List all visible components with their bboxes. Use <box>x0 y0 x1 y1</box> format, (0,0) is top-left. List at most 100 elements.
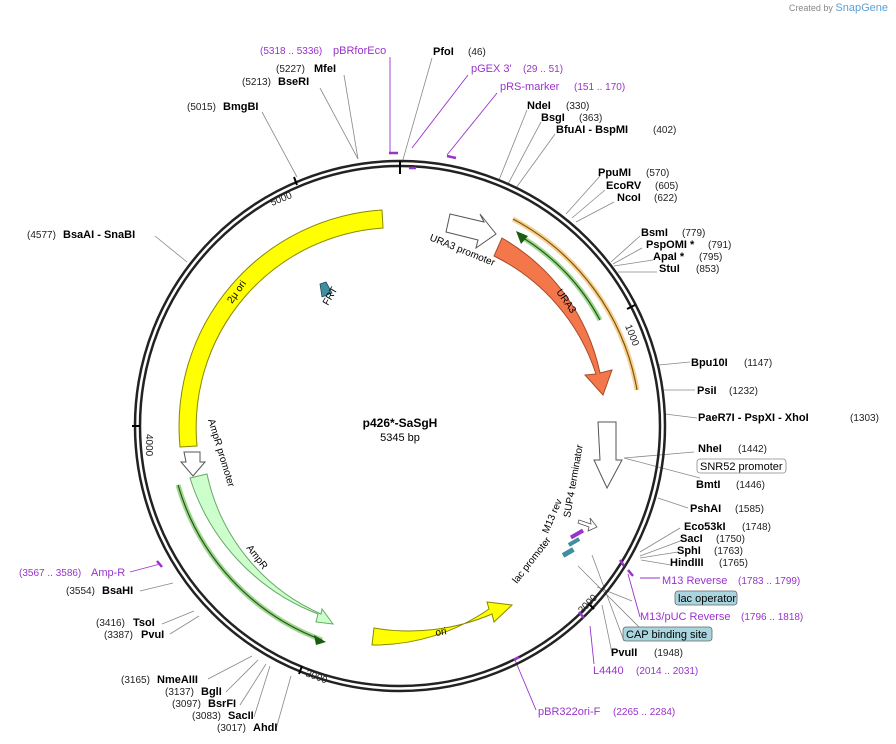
box-snr52 <box>696 458 787 474</box>
enzyme-name[interactable]: NcoI <box>617 192 641 204</box>
primer-name[interactable]: pBRforEco <box>333 45 386 57</box>
boxed-labels: SNR52 promoter lac operator CAP binding … <box>622 458 787 642</box>
label-cap-binding-site[interactable]: CAP binding site <box>626 629 707 641</box>
tick-marks <box>132 176 636 675</box>
primer-range: (5318 .. 5336) <box>260 46 322 57</box>
enzyme-name[interactable]: PsiI <box>697 385 717 397</box>
enzyme-pos: (4577) <box>27 230 56 241</box>
enzyme-name[interactable]: PpuMI <box>598 167 631 179</box>
box-cap-binding-site <box>622 626 713 642</box>
primer-name[interactable]: M13/pUC Reverse <box>640 611 730 623</box>
primer-arrowhead-green <box>516 231 528 244</box>
enzyme-name[interactable]: TsoI <box>133 617 155 629</box>
primer-name[interactable]: L4440 <box>593 665 624 677</box>
enzyme-pos: (795) <box>699 252 722 263</box>
feature-ura3 <box>493 237 613 396</box>
enzyme-name[interactable]: BsaAI - SnaBI <box>63 229 135 241</box>
enzyme-name[interactable]: BsmI <box>641 227 668 239</box>
box-lac-operator <box>674 590 738 606</box>
enzyme-name[interactable]: StuI <box>659 263 680 275</box>
feature-frt <box>319 281 333 298</box>
primer-name[interactable]: pGEX 3' <box>471 63 512 75</box>
enzyme-name[interactable]: NmeAIII <box>157 674 198 686</box>
enzyme-pos: (330) <box>566 101 589 112</box>
enzyme-name[interactable]: BglI <box>201 686 222 698</box>
enzyme-pos: (1948) <box>654 648 683 659</box>
enzyme-name[interactable]: EcoRV <box>606 180 642 192</box>
enzyme-pos: (3017) <box>217 723 246 734</box>
enzyme-pos: (791) <box>708 240 731 251</box>
enzyme-name[interactable]: PspOMI * <box>646 239 695 251</box>
primer-labels: (5318 .. 5336) pBRforEco pGEX 3' (29 .. … <box>19 45 803 718</box>
enzyme-pos: (3416) <box>96 618 125 629</box>
label-snr52-promoter[interactable]: SNR52 promoter <box>700 461 783 473</box>
leader-lines <box>139 57 701 730</box>
primer-range: (29 .. 51) <box>523 64 563 75</box>
enzyme-name[interactable]: PfoI <box>433 46 454 58</box>
enzyme-pos: (1748) <box>742 522 771 533</box>
label-ori: ori <box>435 626 448 639</box>
enzyme-name[interactable]: MfeI <box>314 63 336 75</box>
snapgene-credit: Created by SnapGene <box>789 2 888 14</box>
enzyme-pos: (3097) <box>172 699 201 710</box>
enzyme-pos: (1765) <box>719 558 748 569</box>
enzyme-name[interactable]: PshAI <box>690 503 721 515</box>
primer-range: (1783 .. 1799) <box>738 576 800 587</box>
enzyme-name[interactable]: NdeI <box>527 100 551 112</box>
enzyme-name[interactable]: BseRI <box>278 76 309 88</box>
feature-lac-operator-mark <box>567 537 581 547</box>
enzyme-name[interactable]: AhdI <box>253 722 277 734</box>
enzyme-pos: (1442) <box>738 444 767 455</box>
primer-range: (2014 .. 2031) <box>636 666 698 677</box>
enzyme-name[interactable]: PvuI <box>141 629 164 641</box>
primer-arrowhead-ampr <box>314 635 326 645</box>
enzyme-pos: (570) <box>646 168 669 179</box>
enzyme-pos: (622) <box>654 193 677 204</box>
label-lac-operator[interactable]: lac operator <box>678 593 736 605</box>
enzyme-name[interactable]: BsgI <box>541 112 565 124</box>
primer-name[interactable]: pRS-marker <box>500 81 560 93</box>
primer-range: (151 .. 170) <box>574 82 625 93</box>
enzyme-name[interactable]: BfuAI - BspMI <box>556 124 628 136</box>
enzyme-pos: (605) <box>655 181 678 192</box>
label-lac-promoter: lac promoter <box>511 535 554 586</box>
primer-name[interactable]: pBR322ori-F <box>538 706 601 718</box>
enzyme-name[interactable]: Eco53kI <box>684 521 726 533</box>
credit-prefix: Created by <box>788 3 833 13</box>
enzyme-pos: (779) <box>682 228 705 239</box>
enzyme-name[interactable]: PvuII <box>611 647 637 659</box>
primer-range: (1796 .. 1818) <box>741 612 803 623</box>
enzyme-pos: (1303) <box>850 413 879 424</box>
enzyme-pos: (46) <box>468 47 486 58</box>
enzyme-name[interactable]: BsrFI <box>208 698 236 710</box>
enzyme-pos: (3165) <box>121 675 150 686</box>
primer-name[interactable]: Amp-R <box>91 567 125 579</box>
enzyme-name[interactable]: ApaI * <box>653 251 685 263</box>
primer-arc-green-core <box>519 235 601 321</box>
plasmid-name: p426*-SaSgH <box>363 416 438 430</box>
primer-arc-orange-core <box>512 218 638 391</box>
enzyme-name[interactable]: SacII <box>228 710 254 722</box>
enzyme-name[interactable]: PaeR7I - PspXI - XhoI <box>698 412 809 424</box>
tick-label-3000: 3000 <box>304 668 329 686</box>
feature-ampr-promoter <box>179 451 207 477</box>
enzyme-name[interactable]: SphI <box>677 545 701 557</box>
enzyme-labels: PfoI (46) (5227) MfeI (5213) BseRI (5015… <box>27 46 879 734</box>
label-sup4-terminator: SUP4 terminator <box>562 443 586 518</box>
enzyme-name[interactable]: BsaHI <box>102 585 133 597</box>
primer-name[interactable]: M13 Reverse <box>662 575 727 587</box>
enzyme-name[interactable]: BmtI <box>696 479 720 491</box>
feature-m13-rev <box>577 517 598 532</box>
enzyme-name[interactable]: SacI <box>680 533 703 545</box>
enzyme-name[interactable]: BmgBI <box>223 101 258 113</box>
plasmid-size: 5345 bp <box>380 432 420 444</box>
enzyme-name[interactable]: Bpu10I <box>691 357 728 369</box>
primer-range: (2265 .. 2284) <box>613 707 675 718</box>
enzyme-name[interactable]: NheI <box>698 443 722 455</box>
enzyme-pos: (3387) <box>104 630 133 641</box>
enzyme-pos: (5015) <box>187 102 216 113</box>
enzyme-name[interactable]: HindIII <box>670 557 704 569</box>
feature-ura3-promoter <box>445 213 497 250</box>
snapgene-logo: SnapGene <box>835 2 888 14</box>
